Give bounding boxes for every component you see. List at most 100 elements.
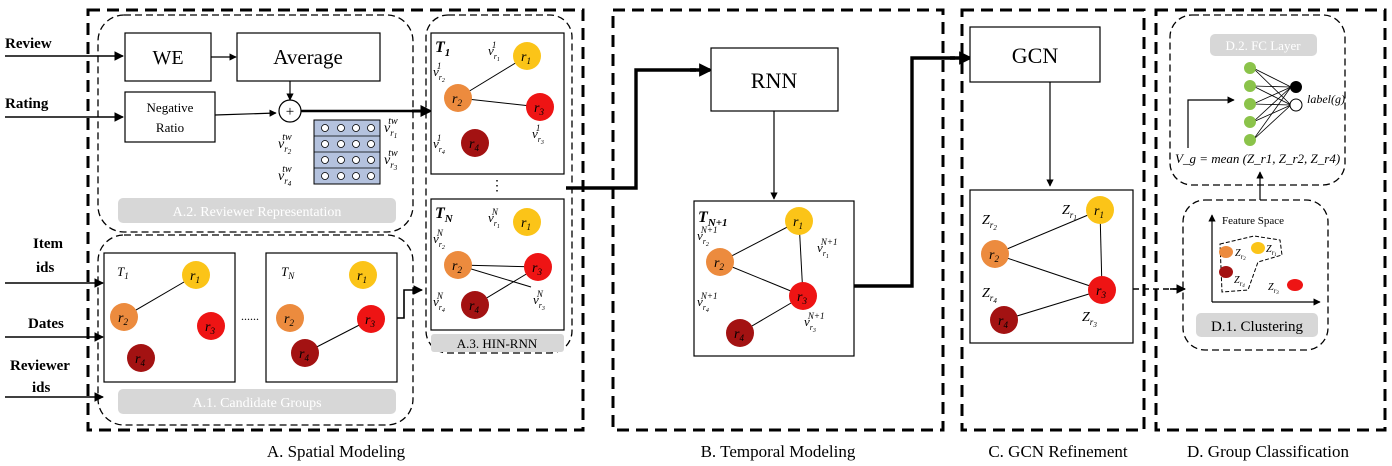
input-item: Item bbox=[33, 236, 63, 252]
svg-text:Zr2: Zr2 bbox=[1235, 248, 1246, 262]
rnn-label: RNN bbox=[751, 68, 798, 93]
svg-text:r3: r3 bbox=[534, 101, 544, 117]
svg-text:r3: r3 bbox=[1096, 284, 1106, 300]
caption-a1 bbox=[118, 389, 396, 414]
box-clustering bbox=[1182, 199, 1329, 351]
svg-text:r1: r1 bbox=[793, 215, 803, 231]
svg-text:r4: r4 bbox=[998, 314, 1008, 330]
svg-text:r4: r4 bbox=[469, 137, 479, 153]
input-dates: Dates bbox=[28, 316, 64, 332]
input-rating: Rating bbox=[5, 96, 49, 112]
box-reviewer-representation bbox=[97, 14, 414, 233]
ratio-label: Ratio bbox=[156, 120, 184, 135]
negative-ratio-box bbox=[124, 91, 216, 143]
section-c-caption: C. GCN Refinement bbox=[988, 442, 1128, 461]
node-r2-a1n: r2 bbox=[284, 312, 294, 328]
box-hin-rnn bbox=[425, 14, 573, 354]
svg-text:vr11: vr11 bbox=[488, 40, 500, 63]
svg-text:Zr3: Zr3 bbox=[1268, 282, 1279, 296]
we-box bbox=[124, 32, 212, 82]
vg-formula: V_g = mean (Z_r1, Z_r2, Z_r4) bbox=[1175, 151, 1340, 166]
panel-spatial-modeling bbox=[86, 8, 585, 432]
svg-text:vr21: vr21 bbox=[433, 61, 445, 84]
negative-label: Negative bbox=[147, 100, 194, 115]
rnn-box bbox=[710, 47, 839, 112]
svg-text:vr2N: vr2N bbox=[433, 228, 445, 251]
node-r3-a1n: r3 bbox=[365, 313, 375, 329]
caption-a1-text: A.1. Candidate Groups bbox=[192, 396, 321, 411]
panel-gcn-refinement bbox=[960, 8, 1146, 432]
section-a-caption: A. Spatial Modeling bbox=[267, 442, 406, 461]
average-label: Average bbox=[273, 45, 343, 69]
fc-input-nodes bbox=[1244, 62, 1256, 146]
svg-text:r3: r3 bbox=[532, 261, 542, 277]
svg-text:vr3N: vr3N bbox=[533, 289, 545, 312]
svg-text:r2: r2 bbox=[452, 259, 462, 275]
svg-text:r1: r1 bbox=[1094, 204, 1104, 220]
svg-text:r4: r4 bbox=[469, 299, 479, 315]
node-r1-a1: r1 bbox=[190, 269, 200, 285]
cluster-boundary bbox=[1219, 235, 1283, 293]
feature-space-label: Feature Space bbox=[1222, 215, 1284, 227]
svg-text:r1: r1 bbox=[521, 50, 531, 66]
section-d-caption: D. Group Classification bbox=[1187, 442, 1349, 461]
svg-text:vr3tw: vr3tw bbox=[384, 148, 398, 172]
svg-text:r3: r3 bbox=[797, 290, 807, 306]
svg-text:Zr1: Zr1 bbox=[1266, 244, 1277, 258]
fc-output-node-2 bbox=[1289, 98, 1303, 112]
caption-a2 bbox=[118, 198, 396, 223]
caption-a2-text: A.2. Reviewer Representation bbox=[173, 205, 342, 220]
node-r3-a1: r3 bbox=[205, 320, 215, 336]
embedding-matrix bbox=[313, 119, 381, 185]
fc-edges bbox=[1252, 67, 1292, 141]
svg-text:r2: r2 bbox=[452, 92, 462, 108]
hin-tn-nodes bbox=[444, 208, 552, 319]
we-label: WE bbox=[152, 47, 183, 69]
matrix-vector-labels: vr1tw vr3tw vr2tw vr4tw bbox=[278, 116, 398, 188]
candidate-group-tn-nodes bbox=[276, 261, 385, 367]
plus-label: + bbox=[286, 104, 294, 120]
caption-d1 bbox=[1196, 313, 1318, 337]
candidate-group-t1-nodes bbox=[110, 261, 225, 372]
ellipsis-horizontal: ...... bbox=[241, 309, 259, 323]
node-r2-a1: r2 bbox=[118, 311, 128, 327]
label-t1: T1 bbox=[117, 264, 129, 281]
input-reviewer: Reviewer bbox=[10, 358, 70, 374]
caption-d2-text: D.2. FC Layer bbox=[1225, 38, 1301, 53]
cluster-points bbox=[1219, 242, 1303, 291]
svg-text:Zr4: Zr4 bbox=[1234, 275, 1245, 289]
node-r1-a1n: r1 bbox=[357, 269, 367, 285]
gcn-label: GCN bbox=[1012, 43, 1059, 68]
temporal-graph-frame bbox=[693, 200, 855, 357]
input-reviewer-ids: ids bbox=[32, 380, 51, 396]
svg-text:vr1tw: vr1tw bbox=[384, 116, 398, 140]
fc-output-label: label(g) bbox=[1307, 92, 1345, 106]
average-box bbox=[236, 32, 381, 82]
svg-text:vr2tw: vr2tw bbox=[278, 132, 292, 156]
input-review: Review bbox=[5, 36, 52, 52]
caption-a3 bbox=[431, 334, 564, 352]
hin-t1-nodes bbox=[444, 42, 554, 157]
panel-temporal-modeling bbox=[611, 8, 945, 432]
gcn-box bbox=[969, 26, 1101, 83]
fc-output-node-1 bbox=[1290, 81, 1302, 93]
caption-d1-text: D.1. Clustering bbox=[1211, 319, 1304, 335]
caption-a3-text: A.3. HIN-RNN bbox=[457, 336, 538, 351]
svg-text:vr4N: vr4N bbox=[433, 291, 445, 314]
panel-group-classification bbox=[1154, 8, 1387, 432]
ellipsis-vertical: ⋮ bbox=[490, 179, 504, 194]
svg-text:r2: r2 bbox=[714, 256, 724, 272]
svg-text:vr1N: vr1N bbox=[488, 207, 500, 230]
svg-text:vr31: vr31 bbox=[532, 123, 544, 146]
input-item-ids: ids bbox=[36, 260, 55, 276]
cluster-z-labels: Zr2 Zr1 Zr4 Zr3 bbox=[1234, 244, 1279, 296]
svg-text:r2: r2 bbox=[989, 248, 999, 264]
node-r4-a1: r4 bbox=[135, 352, 145, 368]
node-r4-a1n: r4 bbox=[299, 347, 309, 363]
caption-d2 bbox=[1210, 34, 1317, 56]
svg-text:r4: r4 bbox=[734, 327, 744, 343]
temporal-graph-nodes bbox=[706, 207, 817, 347]
svg-text:vr4tw: vr4tw bbox=[278, 164, 292, 188]
gcn-graph-nodes bbox=[981, 196, 1116, 334]
